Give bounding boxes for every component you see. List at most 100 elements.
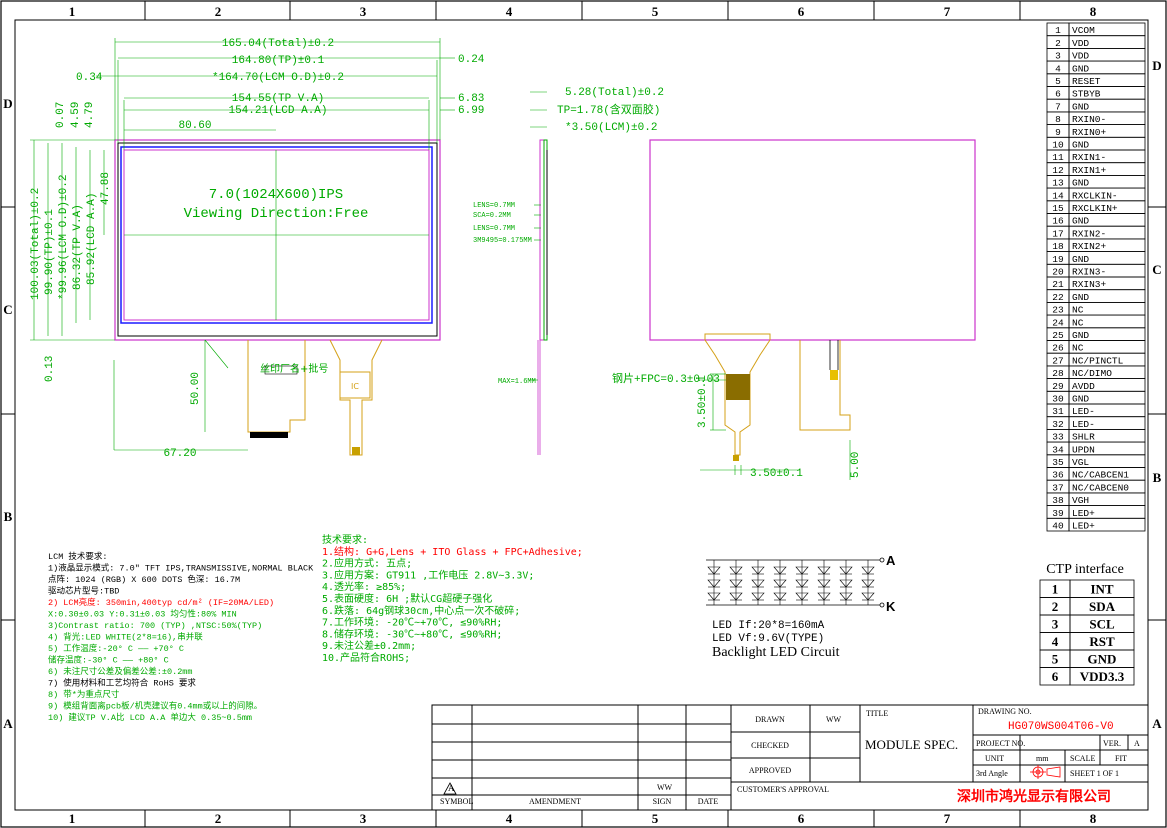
- col-label-bottom: 7: [944, 811, 951, 826]
- pin-signal: STBYB: [1072, 89, 1101, 100]
- dim-fpc-350v: 3.50±0.1: [697, 375, 709, 428]
- note-line: 驱动芯片型号:TBD: [48, 586, 119, 597]
- led-diode-icon: [707, 566, 721, 575]
- dim-683: 6.83: [458, 93, 484, 105]
- tb-title: MODULE SPEC.: [865, 737, 958, 752]
- dim-offset-left: 80.60: [178, 120, 211, 132]
- pin-signal: LED-: [1072, 406, 1095, 417]
- pin-number: 9: [1055, 127, 1061, 138]
- pin-signal: SHLR: [1072, 432, 1095, 443]
- led-diode-icon: [817, 592, 831, 601]
- note-line: 4) 背光:LED WHITE(2*8=16),串并联: [48, 632, 203, 643]
- note-line: 技术要求:: [322, 533, 368, 546]
- ic-box: [339, 371, 371, 399]
- tb-customer-approval: CUSTOMER'S APPROVAL: [737, 785, 829, 794]
- pin-number: 36: [1052, 470, 1064, 481]
- pin-signal: NC/CABCEN1: [1072, 470, 1129, 481]
- note-line: 7) 使用材料和工艺均符合 RoHS 要求: [48, 678, 196, 689]
- row-label-left: A: [3, 716, 13, 731]
- ctp-pin-signal: VDD3.3: [1080, 669, 1125, 684]
- pin-number: 26: [1052, 343, 1064, 354]
- note-line: 9) 模组背面离pcb板/机壳建议有0.4mm或以上的间隙。: [48, 701, 262, 712]
- led-diode-icon: [795, 566, 809, 575]
- tb-amendment: AMENDMENT: [529, 797, 581, 806]
- led-diode-icon: [795, 579, 809, 588]
- pin-signal: RXIN3-: [1072, 267, 1106, 278]
- led-diode-icon: [861, 592, 875, 601]
- pin-number: 12: [1052, 165, 1064, 176]
- pin-signal: GND: [1072, 254, 1089, 265]
- pin-number: 7: [1055, 101, 1061, 112]
- tb-drawing-no: HG070WS004T06-V0: [1008, 721, 1114, 733]
- pin-signal: GND: [1072, 101, 1089, 112]
- col-label-bottom: 3: [360, 811, 367, 826]
- tb-company: 深圳市鸿光显示有限公司: [957, 788, 1111, 805]
- ctp-pin-signal: INT: [1090, 582, 1113, 597]
- pin-number: 27: [1052, 355, 1063, 366]
- pin-signal: RXIN0-: [1072, 114, 1106, 125]
- tb-unit: mm: [1036, 754, 1049, 763]
- dim-fpc-350h: 3.50±0.1: [750, 468, 803, 480]
- pin-number: 16: [1052, 216, 1064, 227]
- ctp-pin-number: 1: [1052, 582, 1059, 597]
- led-diode-icon: [773, 579, 787, 588]
- ctp-pin-number: 3: [1052, 617, 1059, 632]
- pin-number: 33: [1052, 432, 1064, 443]
- pin-signal: NC/PINCTL: [1072, 355, 1124, 366]
- pin-number: 28: [1052, 368, 1064, 379]
- pin-number: 37: [1052, 482, 1063, 493]
- ctp-connector: [352, 447, 360, 455]
- note-line: 10) 建议TP V.A比 LCD A.A 单边大 0.35~0.5mm: [48, 712, 252, 723]
- note-line: 7.工作环境: -20℃~+70℃, ≤90%RH;: [322, 616, 502, 629]
- pin-signal: NC: [1072, 305, 1084, 316]
- tb-checked: CHECKED: [751, 741, 789, 750]
- pin-number: 15: [1052, 203, 1064, 214]
- ctp-pin-number: 5: [1052, 652, 1059, 667]
- backlight-circuit: A K LED If:20*8=160mA LED Vf:9.6V(TYPE) …: [706, 553, 896, 660]
- col-label-top: 8: [1090, 4, 1097, 19]
- pin-signal: LED+: [1072, 508, 1095, 519]
- pin-number: 13: [1052, 178, 1064, 189]
- tb-ver: A: [1134, 739, 1140, 748]
- led-diode-icon: [861, 579, 875, 588]
- back-connector: [830, 370, 838, 380]
- row-label-right: D: [1152, 58, 1161, 73]
- pin-number: 11: [1052, 152, 1064, 163]
- pin-number: 31: [1052, 406, 1064, 417]
- ic-label: IC: [351, 382, 359, 391]
- pin-signal: NC/CABCEN0: [1072, 482, 1129, 493]
- note-line: LCM 技术要求:: [48, 551, 108, 562]
- ctp-pin-number: 4: [1052, 634, 1059, 649]
- layer-adhesive: 3M9495=0.175MM: [473, 237, 532, 245]
- col-label-bottom: 4: [506, 811, 513, 826]
- pin-signal: GND: [1072, 178, 1089, 189]
- pin-number: 25: [1052, 330, 1064, 341]
- led-if: LED If:20*8=160mA: [712, 620, 825, 632]
- tb-scale-label: SCALE: [1070, 754, 1095, 763]
- pin-number: 19: [1052, 254, 1064, 265]
- tb-sign: SIGN: [653, 797, 672, 806]
- led-diode-icon: [729, 579, 743, 588]
- dim-tp-height: 99.90(TP)±0.1: [44, 209, 56, 295]
- dim-479: 4.79: [84, 102, 96, 128]
- tb-scale: FIT: [1115, 754, 1127, 763]
- note-line: 5) 工作温度:-20° C —— +70° C: [48, 643, 184, 654]
- pin-signal: RXCLKIN+: [1072, 203, 1118, 214]
- tb-drawn-by: WW: [826, 715, 842, 724]
- col-label-bottom: 6: [798, 811, 805, 826]
- pin-number: 34: [1052, 444, 1064, 455]
- led-diode-icon: [707, 592, 721, 601]
- led-diode-icon: [861, 566, 875, 575]
- note-line: 储存温度:-30° C —— +80° C: [48, 655, 169, 666]
- led-diode-icon: [751, 592, 765, 601]
- layer-lens2: LENS=0.7MM: [473, 225, 515, 233]
- dim-007: 0.07: [55, 102, 67, 128]
- note-line: 8) 带*为重点尺寸: [48, 689, 120, 700]
- tb-date: DATE: [698, 797, 719, 806]
- pin-number: 22: [1052, 292, 1064, 303]
- pin-number: 10: [1052, 140, 1064, 151]
- anode-label: A: [886, 553, 896, 568]
